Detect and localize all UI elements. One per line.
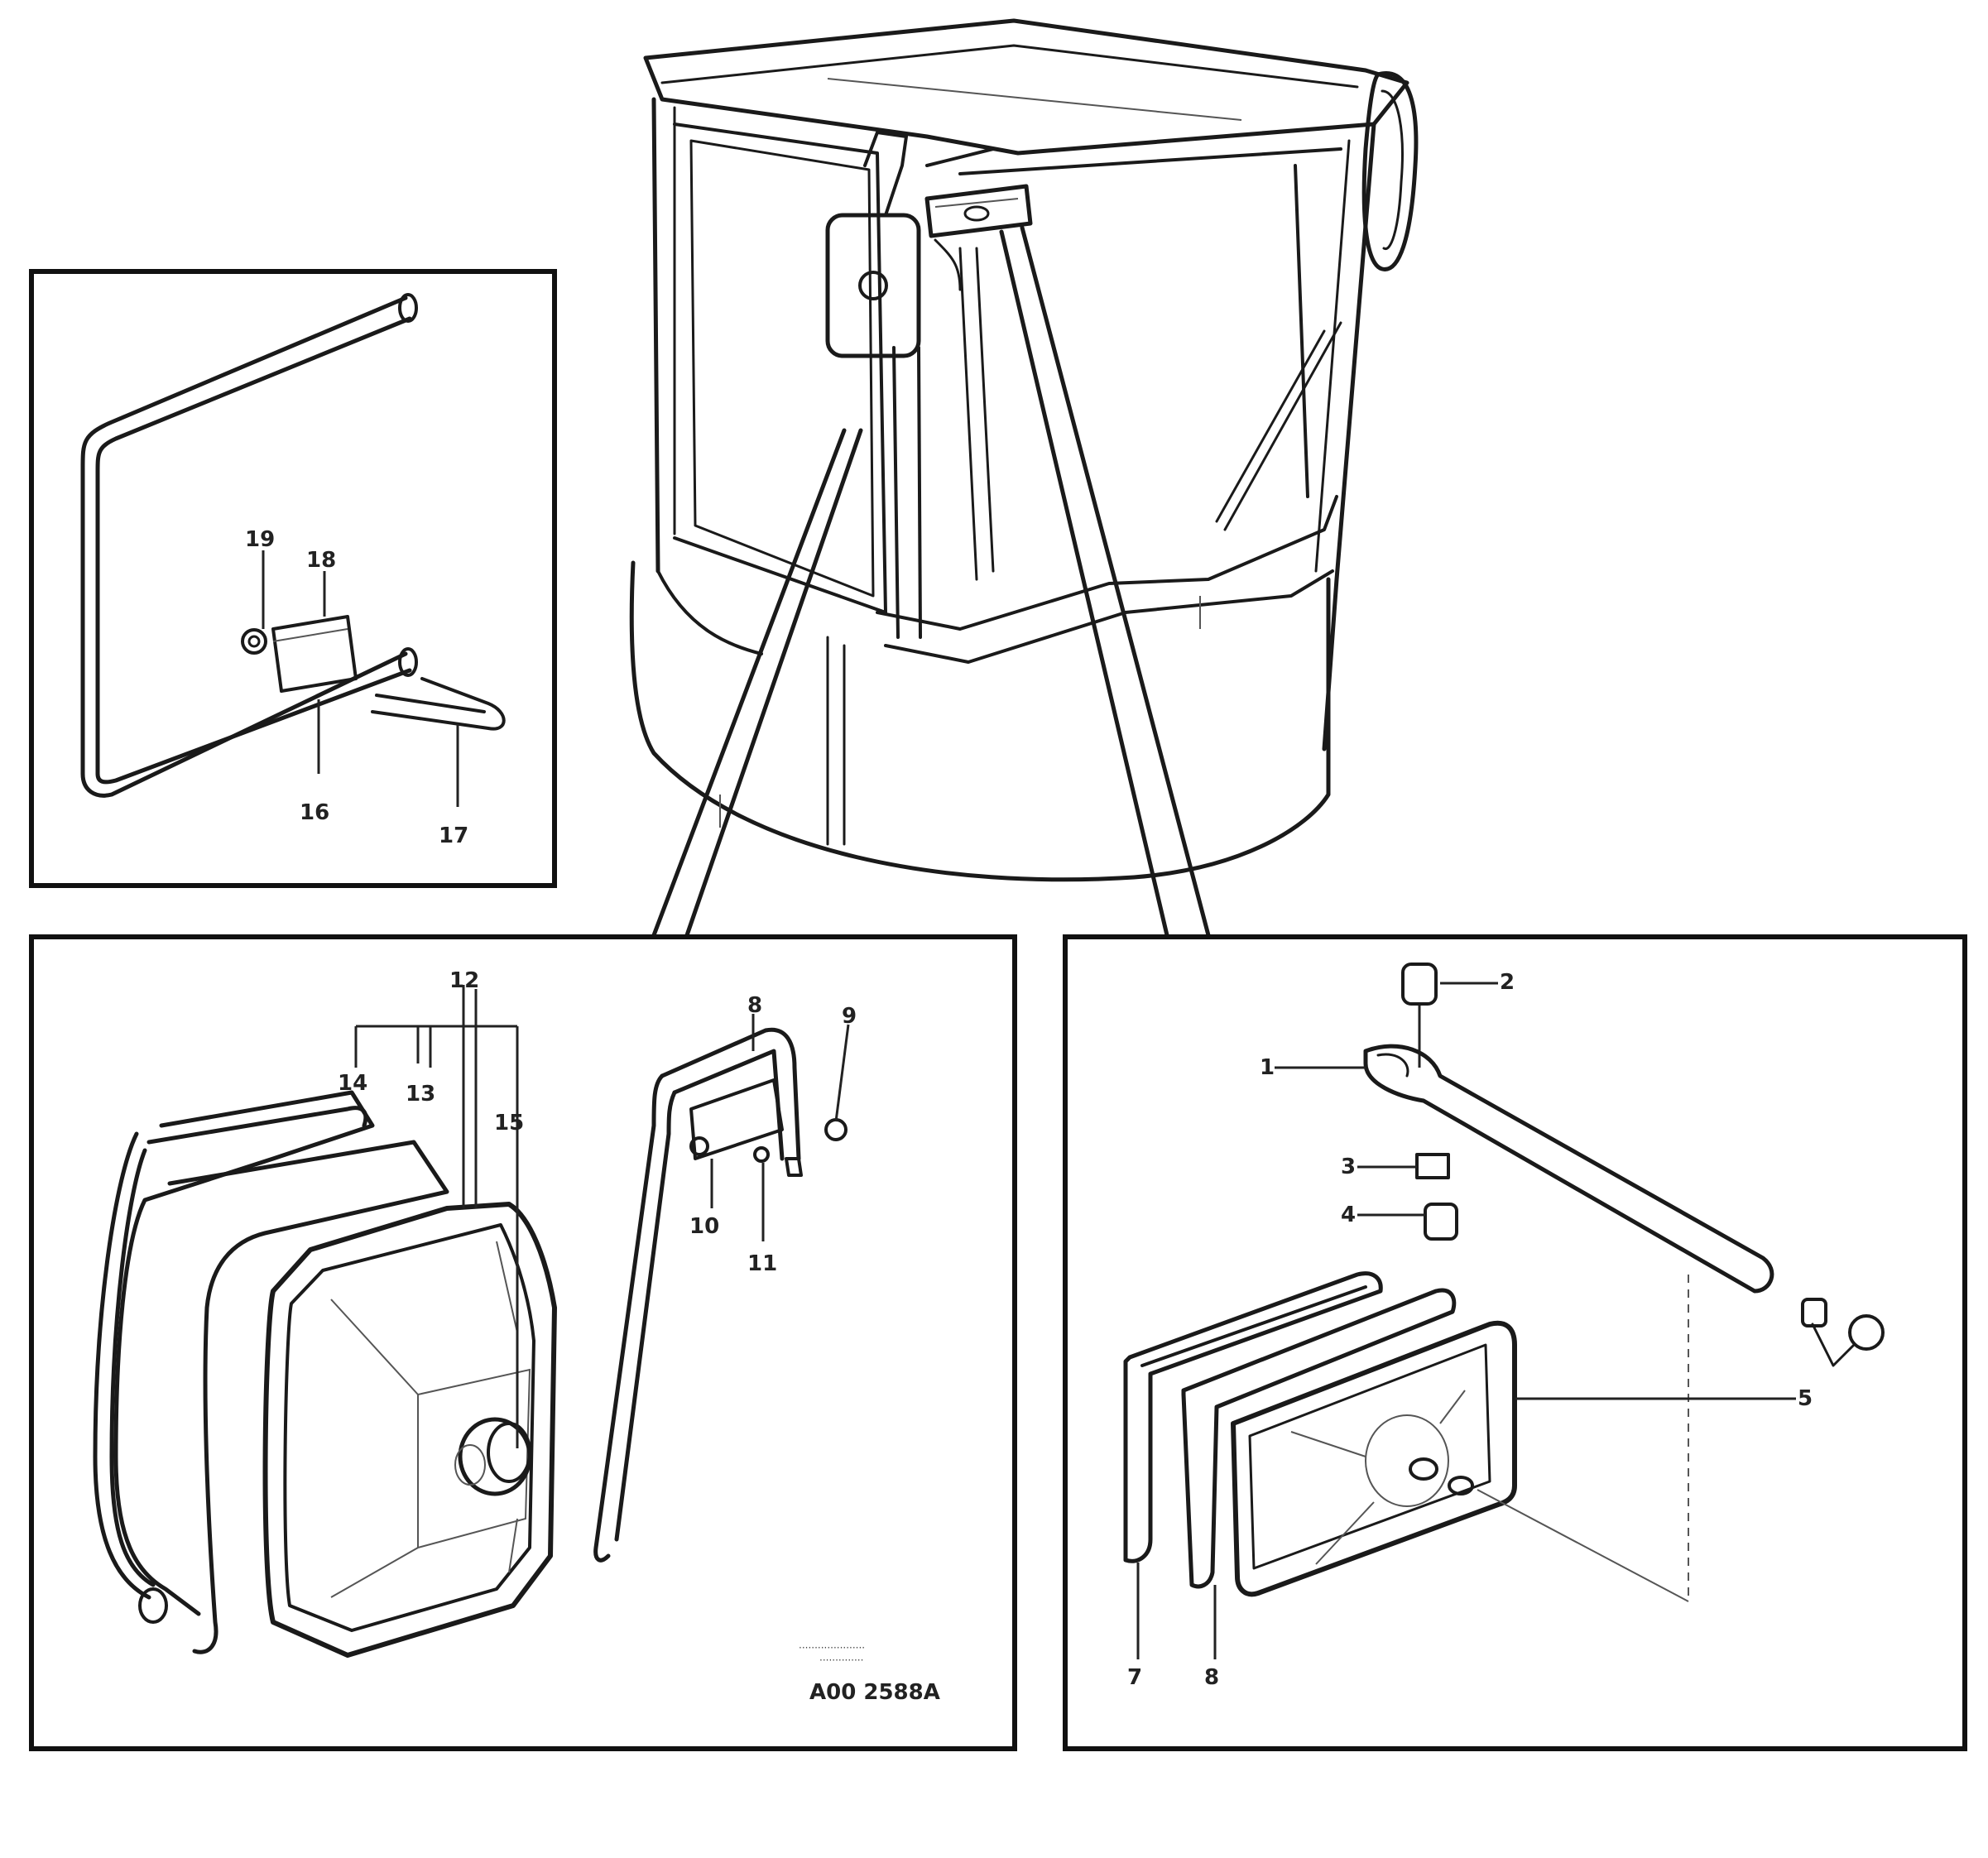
- callout-17: 17: [439, 823, 468, 848]
- caption-fine-print-1: ·····················: [799, 1642, 865, 1654]
- inset-spotlight-detail: 2 1 3 4 5 7: [1063, 934, 1967, 1751]
- callout-10: 10: [689, 1214, 719, 1239]
- inset-frame-bottom-left: [29, 934, 1017, 1751]
- inset-frame-bottom-right: [1063, 934, 1967, 1751]
- callout-1: 1: [1260, 1055, 1275, 1080]
- callout-8: 8: [747, 993, 762, 1018]
- callout-5: 5: [1798, 1386, 1813, 1411]
- callout-12: 12: [449, 968, 479, 993]
- detail-connector-lines: [651, 225, 1211, 938]
- cab-illustration: [629, 18, 1419, 882]
- callout-18: 18: [306, 548, 336, 573]
- callout-19: 19: [245, 527, 275, 552]
- callout-11: 11: [747, 1251, 777, 1276]
- inset-work-lamp-detail: 12 14 13 15 8 9 10 11 ··················…: [29, 934, 1017, 1751]
- callout-7: 7: [1127, 1665, 1142, 1690]
- callout-14: 14: [338, 1071, 367, 1096]
- caption-fine-print-2: ··············: [819, 1654, 863, 1666]
- callout-13: 13: [406, 1082, 435, 1107]
- callout-16: 16: [300, 800, 329, 825]
- drawing-code: A00 2588A: [809, 1680, 940, 1705]
- callout-9: 9: [842, 1004, 857, 1029]
- callout-4: 4: [1341, 1203, 1356, 1227]
- callout-8b: 8: [1204, 1665, 1219, 1690]
- callout-2: 2: [1500, 970, 1515, 995]
- inset-bracket-detail: 19 18 16 17: [29, 269, 557, 888]
- inset-frame-top-left: [29, 269, 557, 888]
- callout-15: 15: [494, 1111, 524, 1135]
- callout-3: 3: [1341, 1155, 1356, 1179]
